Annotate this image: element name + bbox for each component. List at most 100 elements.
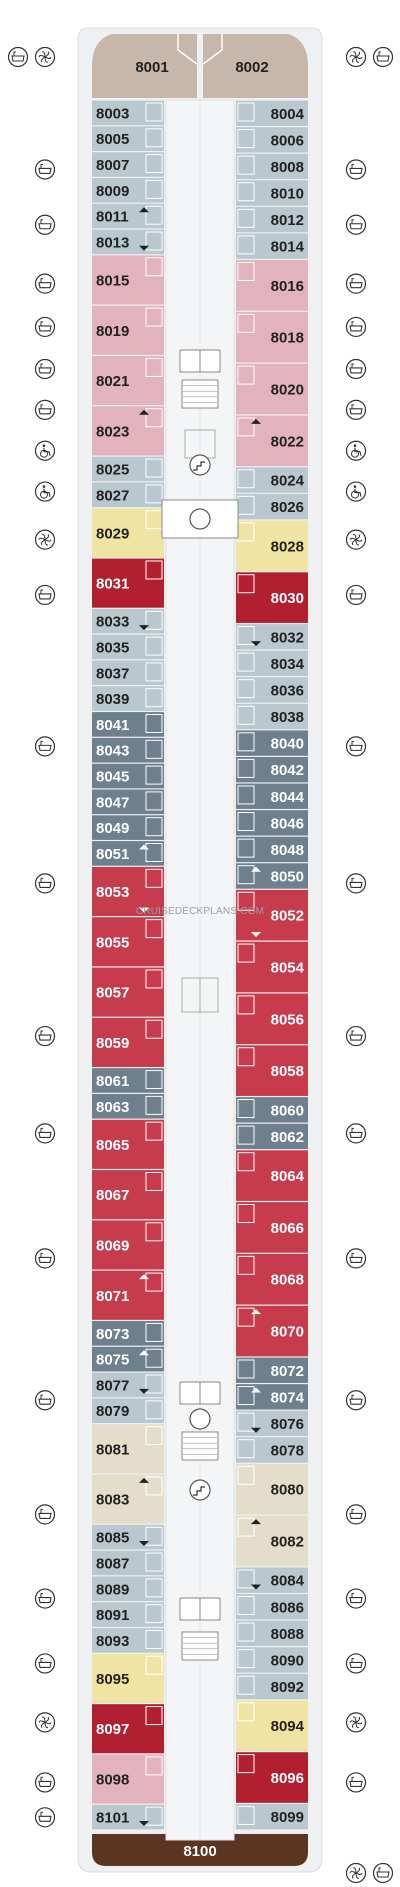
spa-petal xyxy=(349,537,357,541)
icon-ring xyxy=(345,273,367,294)
cabin-label: 8080 xyxy=(271,1482,304,1499)
cabin-8016 xyxy=(236,260,308,311)
icon-ring xyxy=(34,159,56,180)
cabin-8030 xyxy=(236,572,308,623)
cabin-8031 xyxy=(92,558,164,608)
bathtub-glyph xyxy=(38,223,52,230)
faucet-glyph xyxy=(351,1394,354,1400)
bathroom-outline xyxy=(145,257,163,277)
spa-petal xyxy=(355,539,360,546)
bathtub-icon xyxy=(34,1025,56,1047)
cabin-8018 xyxy=(236,311,308,363)
cabin-label: 8087 xyxy=(96,1555,129,1572)
arrow-up-icon xyxy=(139,1274,149,1280)
cabin-label: 8098 xyxy=(96,1772,129,1789)
cabin-8060 xyxy=(236,1097,308,1123)
bathtub-icon xyxy=(34,873,56,894)
accessible-icon xyxy=(34,440,56,461)
cabin-8023 xyxy=(92,406,164,456)
cabin-label: 8034 xyxy=(271,656,305,673)
stairs-icon xyxy=(189,454,211,476)
bathtub-icon xyxy=(34,358,56,380)
spa-icon xyxy=(345,1862,367,1884)
icon-ring xyxy=(34,214,56,235)
bathtub-glyph xyxy=(349,744,363,751)
icon-ring xyxy=(34,358,56,380)
bathroom-outline xyxy=(145,408,163,428)
cabin-label: 8058 xyxy=(271,1063,304,1080)
cabin-8008 xyxy=(236,153,308,180)
cabin-8084 xyxy=(236,1567,308,1593)
cabin-label: 8046 xyxy=(271,815,304,832)
cabin-8010 xyxy=(236,180,308,206)
bathtub-icon xyxy=(34,214,56,235)
cabin-label: 8076 xyxy=(271,1416,304,1433)
cabin-label: 8050 xyxy=(271,868,304,885)
bathtub-glyph xyxy=(349,1256,363,1263)
bathroom-outline xyxy=(145,1348,163,1368)
accessible-icon xyxy=(345,440,367,461)
cabin-8004 xyxy=(236,100,308,126)
cabin-label: 8071 xyxy=(96,1288,129,1305)
bathroom-outline xyxy=(237,1702,255,1722)
faucet-glyph xyxy=(351,1127,354,1133)
cabin-8080 xyxy=(236,1463,308,1515)
suite-divider xyxy=(177,34,198,65)
bathroom-outline xyxy=(237,417,255,437)
cabin-label: 8002 xyxy=(235,59,268,76)
bathtub-icon xyxy=(34,159,56,180)
cabin-label: 8025 xyxy=(96,461,129,478)
cabin-label: 8031 xyxy=(96,576,129,593)
bathroom-outline xyxy=(237,1622,255,1642)
bathroom-outline xyxy=(145,969,163,989)
cabin-8076 xyxy=(236,1410,308,1437)
bathtub-glyph xyxy=(349,408,363,415)
cabin-8066 xyxy=(236,1202,308,1253)
bathtub-icon xyxy=(345,1248,367,1269)
faucet-glyph xyxy=(351,1252,354,1258)
cabin-label: 8088 xyxy=(271,1626,304,1643)
elevator-icon xyxy=(189,1408,211,1430)
faucet-glyph xyxy=(13,51,16,56)
bathtub-icon xyxy=(34,1772,56,1793)
faucet-glyph xyxy=(351,321,354,326)
icon-ring xyxy=(34,873,56,894)
bathroom-outline xyxy=(237,1517,255,1537)
arrow-down-icon xyxy=(139,907,149,913)
spa-petal xyxy=(41,51,46,58)
cabin-label: 8040 xyxy=(271,736,304,753)
cabin-8055 xyxy=(92,917,164,967)
bathtub-glyph xyxy=(38,1780,52,1787)
cabin-label: 8060 xyxy=(271,1102,304,1119)
cabin-label: 8100 xyxy=(183,1843,216,1860)
bathtub-glyph xyxy=(349,282,363,289)
bathtub-glyph xyxy=(376,1871,390,1878)
bathroom-outline xyxy=(237,758,255,778)
bathroom-outline xyxy=(145,307,163,327)
cabin-label: 8084 xyxy=(271,1573,305,1590)
arrow-up-icon xyxy=(251,866,261,872)
bathroom-outline xyxy=(237,235,255,255)
bathtub-glyph xyxy=(38,1398,52,1405)
bathroom-outline xyxy=(145,1426,163,1446)
cabin-label: 8008 xyxy=(271,159,304,176)
bathroom-outline xyxy=(237,1125,255,1145)
bathroom-outline xyxy=(237,1099,255,1119)
bathroom-outline xyxy=(237,732,255,752)
cabin-8088 xyxy=(236,1620,308,1647)
cabin-label: 8055 xyxy=(96,934,129,951)
faucet-glyph xyxy=(40,1252,43,1258)
cabin-8040 xyxy=(236,730,308,756)
icon-ring xyxy=(345,736,367,757)
spa-petal xyxy=(40,56,46,63)
arrow-down-icon xyxy=(251,1427,261,1433)
bathtub-glyph xyxy=(349,1596,363,1604)
bathroom-outline xyxy=(145,1552,163,1572)
cabin-label: 8029 xyxy=(96,525,129,542)
bathroom-outline xyxy=(145,560,163,580)
bathroom-outline xyxy=(145,1070,163,1090)
icon-ring xyxy=(372,46,394,68)
cabin-8044 xyxy=(236,783,308,809)
bathtub-icon xyxy=(345,159,367,180)
